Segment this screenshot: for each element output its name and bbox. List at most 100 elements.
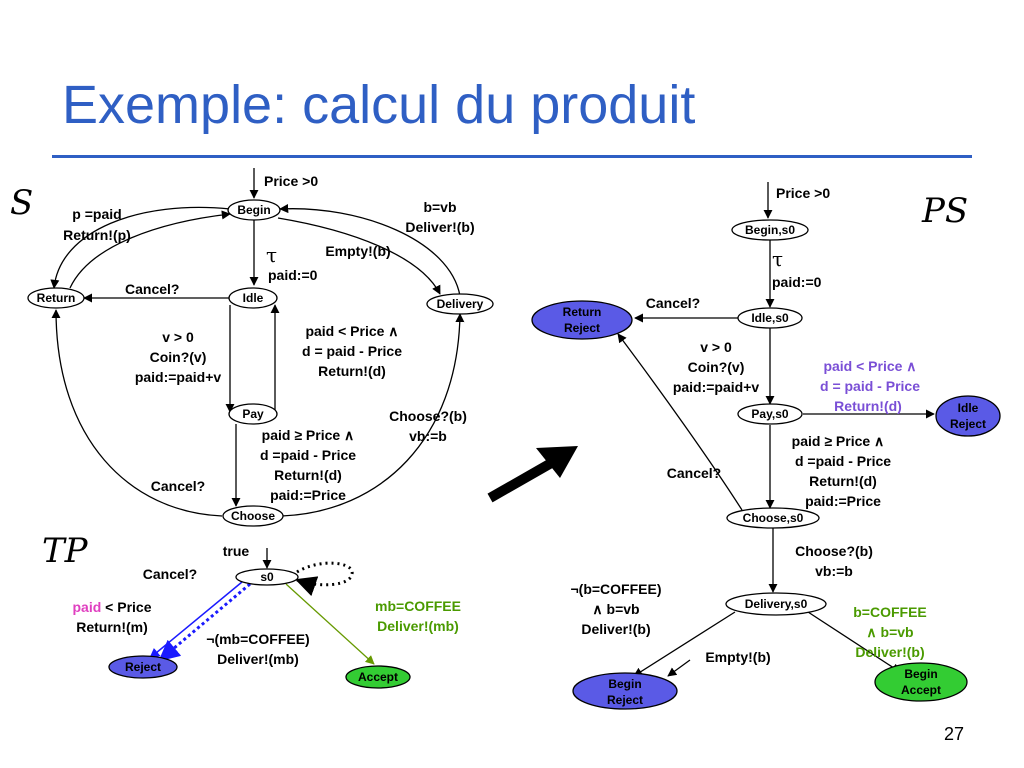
s-label-ge-3: Return!(d) <box>274 467 342 483</box>
ps-node-choose-label: Choose,s0 <box>743 511 804 525</box>
ps-label-ge-1: paid ≥ Price ∧ <box>792 433 885 449</box>
tp-node-s0: s0 <box>235 568 299 586</box>
page-number: 27 <box>943 724 964 744</box>
ps-edge-delivery-beginaccept <box>807 611 901 673</box>
s-label-ppaid-1: p =paid <box>72 206 121 222</box>
ps-label-coin-3: paid:=paid+v <box>673 379 760 395</box>
tp-label-paid-word: paid <box>73 599 102 615</box>
s-label-ge-2: d =paid - Price <box>260 447 356 463</box>
product-arrow-icon <box>487 446 578 503</box>
tp-node-s0-label: s0 <box>260 570 274 584</box>
tp-edge-s0-accept <box>285 583 375 665</box>
s-node-begin: Begin <box>227 199 281 221</box>
s-label-init: Price >0 <box>264 173 318 189</box>
s-label-choose-1: Choose?(b) <box>389 408 467 424</box>
slide-title: Exemple: calcul du produit <box>62 75 696 135</box>
s-label-bvb-1: b=vb <box>423 199 456 215</box>
ps-node-begin: Begin,s0 <box>731 219 809 241</box>
ps-edge-choose-returnreject <box>617 333 743 511</box>
s-edge-choose-return <box>51 309 223 517</box>
s-label-coin-1: v > 0 <box>162 329 194 345</box>
s-node-choose: Choose <box>222 505 284 527</box>
s-edge-begin-return <box>50 206 231 289</box>
s-tau: τ <box>266 243 277 267</box>
s-node-return-label: Return <box>37 291 76 305</box>
tp-label-notmb-1: ¬(mb=COFFEE) <box>206 631 309 647</box>
ps-node-begin-accept-label-1: Begin <box>904 667 937 681</box>
s-label-paid0: paid:=0 <box>268 267 318 283</box>
s-label-coin-2: Coin?(v) <box>150 349 207 365</box>
ps-node-begin-accept: Begin Accept <box>874 662 968 702</box>
ps-label-ge-3: Return!(d) <box>809 473 877 489</box>
ps-node-return-reject-label-1: Return <box>563 305 602 319</box>
s-node-pay-label: Pay <box>242 407 264 421</box>
s-edge-begin-delivery <box>277 217 441 295</box>
tp-edge-selfloop <box>295 561 354 597</box>
ps-node-begin-label: Begin,s0 <box>745 223 795 237</box>
ps-node-delivery: Delivery,s0 <box>725 592 827 616</box>
ps-label-b-3: Deliver!(b) <box>855 644 924 660</box>
s-label-lt-3: Return!(d) <box>318 363 386 379</box>
tp-node-reject-label: Reject <box>125 660 161 674</box>
ps-node-pay: Pay,s0 <box>737 403 803 425</box>
tp-node-accept-label: Accept <box>358 670 398 684</box>
ps-label-paid0: paid:=0 <box>772 274 822 290</box>
ps-label-cancel2: Cancel? <box>667 465 721 481</box>
tp-label-mb-1: mb=COFFEE <box>375 598 461 614</box>
ps-node-idle-label: Idle,s0 <box>751 311 789 325</box>
s-label-ge-4: paid:=Price <box>270 487 346 503</box>
ps-node-begin-reject: Begin Reject <box>572 672 678 710</box>
s-label-lt-2: d = paid - Price <box>302 343 402 359</box>
s-label-choose-2: vb:=b <box>409 428 447 444</box>
s-label-ge-1: paid ≥ Price ∧ <box>262 427 355 443</box>
ps-node-idle-reject-label-1: Idle <box>958 401 979 415</box>
ps-node-return-reject-label-2: Reject <box>564 321 600 335</box>
ps-node-begin-accept-label-2: Accept <box>901 683 941 697</box>
s-label-empty: Empty!(b) <box>325 243 390 259</box>
tp-label-paid-line: paid < Price <box>73 599 152 615</box>
s-automaton: S Price >0 τ paid:=0 Cancel? v > 0 Coin?… <box>10 168 494 527</box>
ps-label-lt-1: paid < Price ∧ <box>823 358 916 374</box>
s-label: S <box>10 183 33 223</box>
ps-node-return-reject: Return Reject <box>531 300 633 340</box>
tp-label: TP <box>42 531 89 571</box>
ps-label-choose-1: Choose?(b) <box>795 543 873 559</box>
s-label-bvb-2: Deliver!(b) <box>405 219 474 235</box>
s-label-cancel2: Cancel? <box>151 478 205 494</box>
ps-label-choose-2: vb:=b <box>815 563 853 579</box>
s-edge-delivery-begin <box>279 204 461 297</box>
ps-node-pay-label: Pay,s0 <box>751 407 788 421</box>
s-node-choose-label: Choose <box>231 509 275 523</box>
s-label-coin-3: paid:=paid+v <box>135 369 222 385</box>
ps-node-idle: Idle,s0 <box>737 307 803 329</box>
s-node-begin-label: Begin <box>237 203 270 217</box>
ps-node-begin-reject-label-2: Reject <box>607 693 643 707</box>
ps-label: PS <box>921 191 968 231</box>
ps-node-idle-reject-label-2: Reject <box>950 417 986 431</box>
ps-automaton: PS Price >0 τ paid:=0 Cancel? v > 0 Coin… <box>531 182 1001 710</box>
tp-label-mb-2: Deliver!(mb) <box>377 618 459 634</box>
tp-label-paid-rest: < Price <box>101 599 151 615</box>
ps-label-notb-1: ¬(b=COFFEE) <box>570 581 661 597</box>
tp-label-notmb-2: Deliver!(mb) <box>217 651 299 667</box>
ps-label-lt-3: Return!(d) <box>834 398 902 414</box>
s-node-return: Return <box>27 287 85 309</box>
ps-label-b-2: ∧ b=vb <box>866 624 913 640</box>
ps-label-b-1: b=COFFEE <box>853 604 927 620</box>
s-node-delivery-label: Delivery <box>437 297 484 311</box>
ps-label-notb-2: ∧ b=vb <box>592 601 639 617</box>
ps-label-coin-2: Coin?(v) <box>688 359 745 375</box>
tp-label-init: true <box>223 543 250 559</box>
ps-node-begin-reject-label-1: Begin <box>608 677 641 691</box>
ps-label-init: Price >0 <box>776 185 830 201</box>
ps-node-delivery-label: Delivery,s0 <box>745 597 808 611</box>
s-label-cancel1: Cancel? <box>125 281 179 297</box>
tp-node-accept: Accept <box>345 665 411 689</box>
ps-label-notb-3: Deliver!(b) <box>581 621 650 637</box>
ps-label-cancel1: Cancel? <box>646 295 700 311</box>
s-node-delivery: Delivery <box>426 293 494 315</box>
s-node-idle-label: Idle <box>243 291 264 305</box>
ps-label-ge-2: d =paid - Price <box>795 453 891 469</box>
ps-edge-empty <box>667 659 691 677</box>
